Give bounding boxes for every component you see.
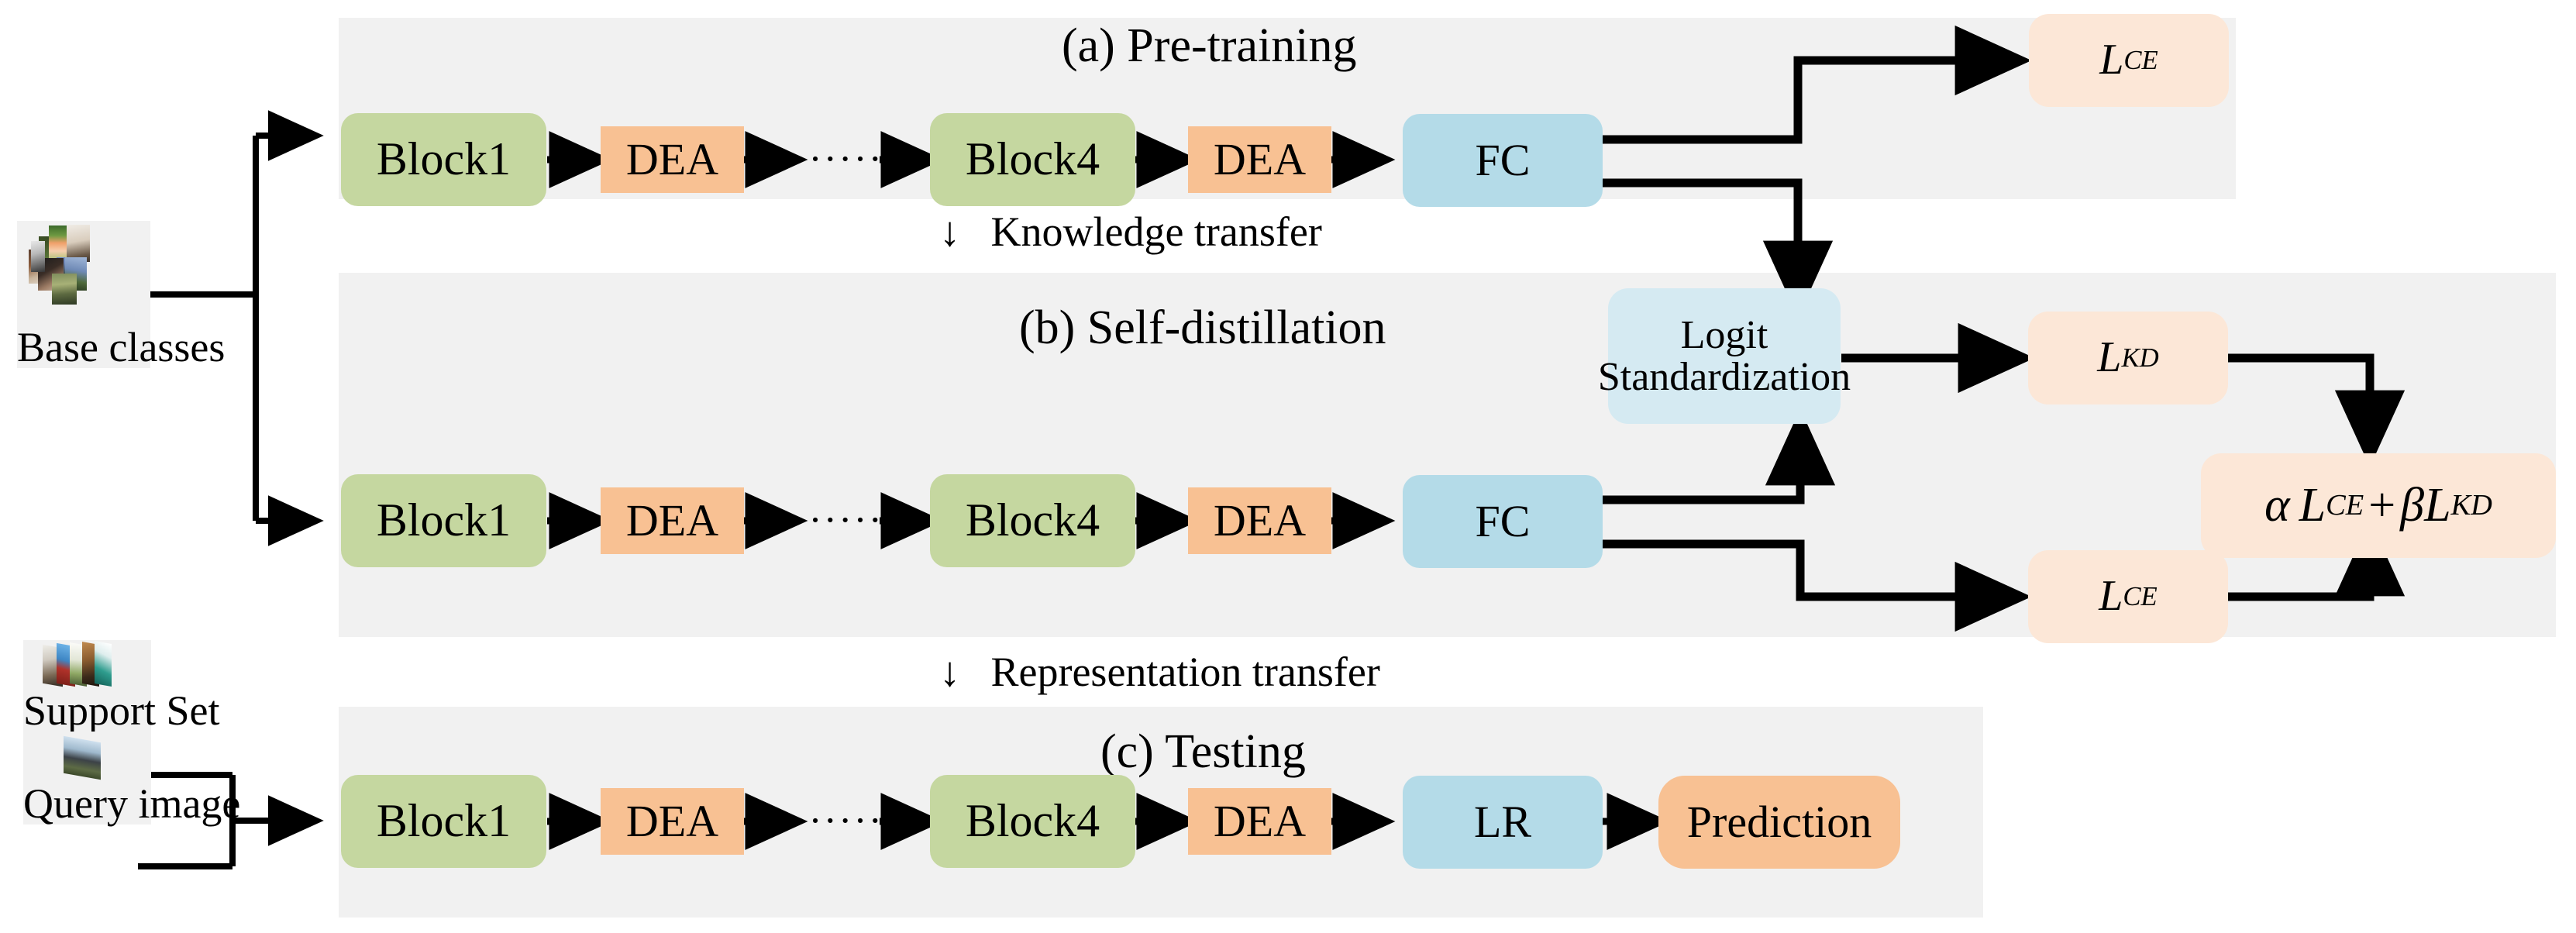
base-class-thumb xyxy=(67,225,90,262)
stage-c-lr[interactable]: LR xyxy=(1403,776,1603,869)
stage-c-block1[interactable]: Block1 xyxy=(341,775,546,868)
stage-b-fc[interactable]: FC xyxy=(1403,475,1603,568)
beta-symbol: β xyxy=(2400,478,2425,532)
loss-ce-b-subscript: CE xyxy=(2123,581,2158,612)
stage-a-block1[interactable]: Block1 xyxy=(341,113,546,206)
stage-b-block4[interactable]: Block4 xyxy=(930,474,1135,567)
combined-lkd-symbol: L xyxy=(2424,478,2451,532)
stage-b-caption: (b) Self-distillation xyxy=(1019,301,1386,354)
alpha-symbol: α xyxy=(2264,478,2290,532)
query-image-label: Query image xyxy=(23,780,241,827)
plus-symbol: + xyxy=(2368,478,2396,532)
stage-b-dea1[interactable]: DEA xyxy=(601,487,744,554)
support-set-label: Support Set xyxy=(23,687,220,734)
combined-lce-subscript: CE xyxy=(2326,488,2364,522)
loss-ce-b-symbol: L xyxy=(2099,572,2123,621)
base-classes-input: Base classes xyxy=(17,221,226,370)
representation-transfer-annotation: ↓ Representation transfer xyxy=(939,648,1380,696)
support-set-input: Support Set xyxy=(23,640,220,734)
stage-b-ellipsis: ······ xyxy=(794,498,883,543)
knowledge-transfer-label: Knowledge transfer xyxy=(990,208,1322,255)
stage-c-block4[interactable]: Block4 xyxy=(930,775,1135,868)
base-class-thumb xyxy=(31,241,45,272)
down-arrow-icon: ↓ xyxy=(939,208,960,255)
knowledge-transfer-annotation: ↓ Knowledge transfer xyxy=(939,208,1322,256)
stage-a-caption: (a) Pre-training xyxy=(1062,19,1357,72)
query-image-input: Query image xyxy=(23,732,241,827)
representation-transfer-label: Representation transfer xyxy=(990,649,1380,695)
stage-c-caption: (c) Testing xyxy=(1100,725,1306,778)
support-thumb xyxy=(95,641,112,687)
stage-c-ellipsis: ······ xyxy=(794,799,883,844)
stage-a-ellipsis: ······ xyxy=(794,137,883,182)
loss-kd-symbol: L xyxy=(2097,333,2122,382)
stage-a-block4[interactable]: Block4 xyxy=(930,113,1135,206)
base-class-thumb xyxy=(52,274,77,305)
base-classes-label: Base classes xyxy=(17,324,226,370)
stage-c-prediction[interactable]: Prediction xyxy=(1658,776,1900,869)
logit-standardization-box[interactable]: Logit Standardization xyxy=(1598,288,1851,424)
combined-lkd-subscript: KD xyxy=(2450,488,2492,522)
stage-a-dea1[interactable]: DEA xyxy=(601,126,744,193)
loss-kd-subscript: KD xyxy=(2121,343,2159,374)
stage-a-dea2[interactable]: DEA xyxy=(1188,126,1331,193)
stage-a-fc[interactable]: FC xyxy=(1403,114,1603,207)
stage-c-dea2[interactable]: DEA xyxy=(1188,788,1331,855)
combined-lce-symbol: L xyxy=(2299,478,2326,532)
down-arrow-icon: ↓ xyxy=(939,649,960,695)
stage-b-dea2[interactable]: DEA xyxy=(1188,487,1331,554)
stage-b-block1[interactable]: Block1 xyxy=(341,474,546,567)
loss-ce-symbol: L xyxy=(2099,36,2124,84)
query-thumb xyxy=(64,735,101,780)
stage-c-dea1[interactable]: DEA xyxy=(601,788,744,855)
loss-ce-subscript: CE xyxy=(2123,45,2158,76)
